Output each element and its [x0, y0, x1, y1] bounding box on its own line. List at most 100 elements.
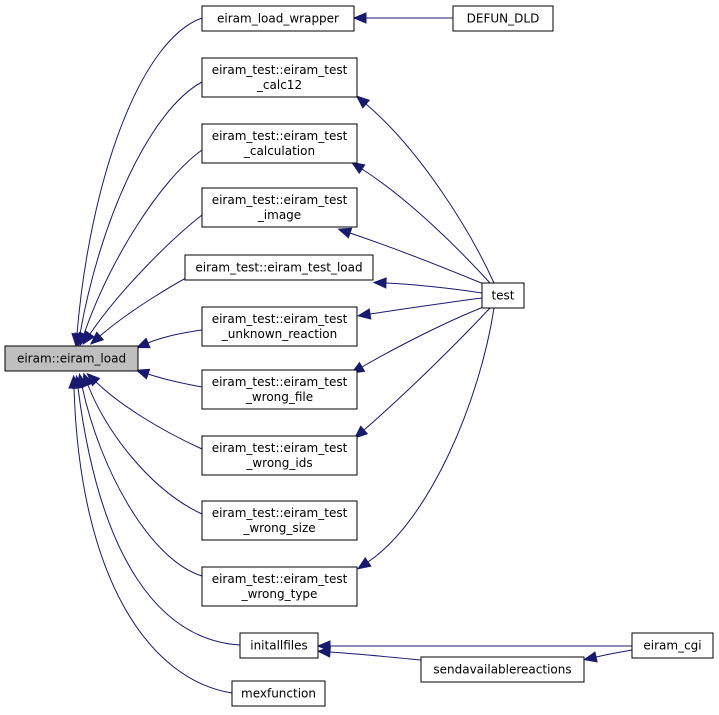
- node-label: _unknown_reaction: [221, 327, 338, 341]
- node-box[interactable]: [631, 632, 714, 659]
- node-calc12[interactable]: eiram_test::eiram_test_calc12: [201, 57, 358, 98]
- edge-test-to-wrong_file: [350, 305, 487, 374]
- node-label: eiram_load_wrapper: [217, 12, 339, 26]
- edge-arrowhead: [350, 161, 366, 175]
- node-label: eiram_test::eiram_test_load: [195, 261, 362, 275]
- edge-line: [349, 232, 487, 286]
- node-box[interactable]: [201, 435, 358, 476]
- node-label: eiram_test::eiram_test: [212, 129, 348, 143]
- edge-arrowhead: [372, 277, 387, 289]
- node-label: mexfunction: [241, 687, 316, 701]
- edge-arrowhead: [89, 331, 105, 345]
- edge-line: [365, 103, 495, 284]
- node-box[interactable]: [201, 187, 358, 228]
- edge-line: [361, 168, 491, 284]
- edge-line: [367, 307, 495, 563]
- node-unknown-reaction[interactable]: eiram_test::eiram_test_unknown_reaction: [201, 306, 358, 347]
- node-mexfunction[interactable]: mexfunction: [231, 680, 326, 707]
- node-label: sendavailablereactions: [433, 663, 571, 677]
- edge-sendavailablereactions-to-initallfiles: [316, 646, 422, 661]
- edge-wrong_type-to-eiram_load: [76, 372, 203, 577]
- edge-line: [73, 387, 233, 694]
- edge-test-to-wrong_ids: [353, 307, 491, 439]
- edge-line: [147, 373, 203, 388]
- edge-arrowhead: [356, 556, 372, 570]
- edge-line: [369, 297, 483, 315]
- node-box[interactable]: [201, 57, 358, 98]
- node-eiram-load[interactable]: eiram::eiram_load: [4, 345, 139, 372]
- node-box[interactable]: [184, 254, 374, 281]
- edge-test-to-calc12: [355, 95, 495, 284]
- node-wrong-ids[interactable]: eiram_test::eiram_test_wrong_ids: [201, 435, 358, 476]
- edge-mexfunction-to-eiram_load: [68, 374, 233, 694]
- edge-test-to-wrong_type: [356, 307, 495, 570]
- edge-line: [147, 329, 203, 344]
- node-box[interactable]: [4, 345, 139, 372]
- node-label: test: [491, 289, 514, 303]
- edge-line: [329, 651, 422, 661]
- node-box[interactable]: [201, 123, 358, 164]
- node-wrong-type[interactable]: eiram_test::eiram_test_wrong_type: [201, 566, 358, 607]
- edge-test-to-calculation: [350, 161, 491, 284]
- node-label: eiram_test::eiram_test: [212, 506, 348, 520]
- node-label: eiram_test::eiram_test: [212, 572, 348, 586]
- node-box[interactable]: [420, 656, 585, 683]
- node-label: _calc12: [256, 78, 302, 92]
- node-label: eiram::eiram_load: [17, 352, 126, 366]
- edge-line: [81, 385, 203, 577]
- edge-arrowhead: [135, 337, 151, 349]
- node-box[interactable]: [481, 282, 525, 309]
- node-box[interactable]: [201, 5, 355, 32]
- node-box[interactable]: [201, 306, 358, 347]
- node-image[interactable]: eiram_test::eiram_test_image: [201, 187, 358, 228]
- edge-line: [95, 381, 203, 450]
- node-label: _wrong_file: [245, 390, 313, 404]
- edge-test-to-unknown_reaction: [356, 297, 483, 320]
- edge-arrowhead: [356, 308, 372, 320]
- node-wrong-file[interactable]: eiram_test::eiram_test_wrong_file: [201, 369, 358, 410]
- node-box[interactable]: [239, 632, 319, 659]
- edge-arrowhead: [355, 95, 371, 109]
- edges-layer: [68, 12, 633, 694]
- edge-arrowhead: [583, 651, 598, 663]
- node-box[interactable]: [201, 369, 358, 410]
- edge-arrowhead: [316, 646, 331, 658]
- edge-line: [77, 387, 241, 646]
- nodes-layer: eiram::eiram_load eiram_load_wrapper DEFUN…: [4, 5, 714, 707]
- node-box[interactable]: [201, 566, 358, 607]
- edge-line: [385, 282, 483, 294]
- node-load-wrapper[interactable]: eiram_load_wrapper: [201, 5, 355, 32]
- node-defun-dld[interactable]: DEFUN_DLD: [452, 5, 554, 32]
- node-label: eiram_test::eiram_test: [212, 63, 348, 77]
- edge-load_wrapper-to-eiram_load: [71, 17, 203, 348]
- node-label: eiram_test::eiram_test: [212, 312, 348, 326]
- node-label: _wrong_ids: [245, 456, 312, 470]
- edge-arrowhead: [68, 374, 80, 389]
- node-box[interactable]: [231, 680, 326, 707]
- edge-arrowhead: [82, 330, 96, 345]
- node-wrong-size[interactable]: eiram_test::eiram_test_wrong_size: [201, 500, 358, 541]
- edge-line: [595, 649, 633, 658]
- edge-test-to-image: [337, 227, 487, 286]
- node-initallfiles[interactable]: initallfiles: [239, 632, 319, 659]
- node-sendavailablereactions[interactable]: sendavailablereactions: [420, 656, 585, 683]
- node-eiram-cgi[interactable]: eiram_cgi: [631, 632, 714, 659]
- node-calculation[interactable]: eiram_test::eiram_test_calculation: [201, 123, 358, 164]
- edge-wrong_ids-to-eiram_load: [86, 372, 203, 450]
- node-label: _calculation: [243, 144, 315, 158]
- edge-test-to-test_load: [372, 277, 483, 294]
- node-box[interactable]: [452, 5, 554, 32]
- node-label: eiram_test::eiram_test: [212, 375, 348, 389]
- node-label: _image: [257, 208, 301, 222]
- edge-line: [83, 149, 203, 335]
- edge-line: [79, 81, 203, 335]
- node-box[interactable]: [201, 500, 358, 541]
- edge-line: [89, 214, 203, 335]
- node-test[interactable]: test: [481, 282, 525, 309]
- edge-arrowhead: [352, 12, 367, 24]
- edge-eiram_cgi-to-initallfiles: [316, 640, 632, 652]
- node-test-load[interactable]: eiram_test::eiram_test_load: [184, 254, 374, 281]
- edge-defun_dld-to-load_wrapper: [352, 12, 453, 24]
- node-label: _wrong_type: [241, 587, 318, 601]
